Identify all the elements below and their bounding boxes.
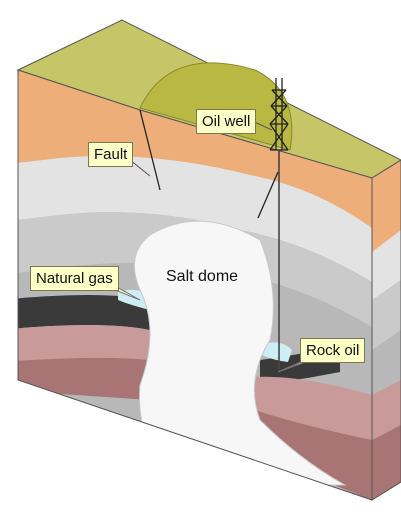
oil-pocket bbox=[262, 342, 292, 362]
natural-gas-callout: Natural gas bbox=[30, 266, 119, 291]
fault-line-lower bbox=[257, 171, 279, 219]
red-dark-layer-side bbox=[372, 425, 401, 500]
sandstone-layer-front bbox=[18, 70, 372, 250]
grey-mid-layer-side bbox=[372, 280, 401, 350]
sandstone-layer-side bbox=[372, 160, 401, 252]
salt-dome-label: Salt dome bbox=[166, 268, 239, 285]
oil-well-callout: Oil well bbox=[196, 109, 257, 134]
shale-layer-front bbox=[18, 295, 150, 330]
fault-line bbox=[139, 109, 161, 191]
salt-dome-body bbox=[133, 220, 347, 486]
red-light-layer-side bbox=[372, 380, 401, 440]
grey-light-layer-side bbox=[372, 230, 401, 300]
red-dark-layer-front bbox=[18, 357, 150, 400]
fault-callout: Fault bbox=[88, 142, 134, 167]
red-dark-layer-front-right bbox=[255, 410, 372, 500]
red-light-layer-front bbox=[18, 325, 150, 362]
grey-light-layer-front bbox=[18, 156, 372, 300]
red-light-layer-front-right bbox=[245, 376, 372, 440]
rock-oil-callout: Rock oil bbox=[300, 338, 366, 363]
grey-mid-layer-front bbox=[18, 212, 372, 345]
oil-well-derrick bbox=[269, 78, 289, 151]
side-face-outline bbox=[371, 159, 401, 501]
